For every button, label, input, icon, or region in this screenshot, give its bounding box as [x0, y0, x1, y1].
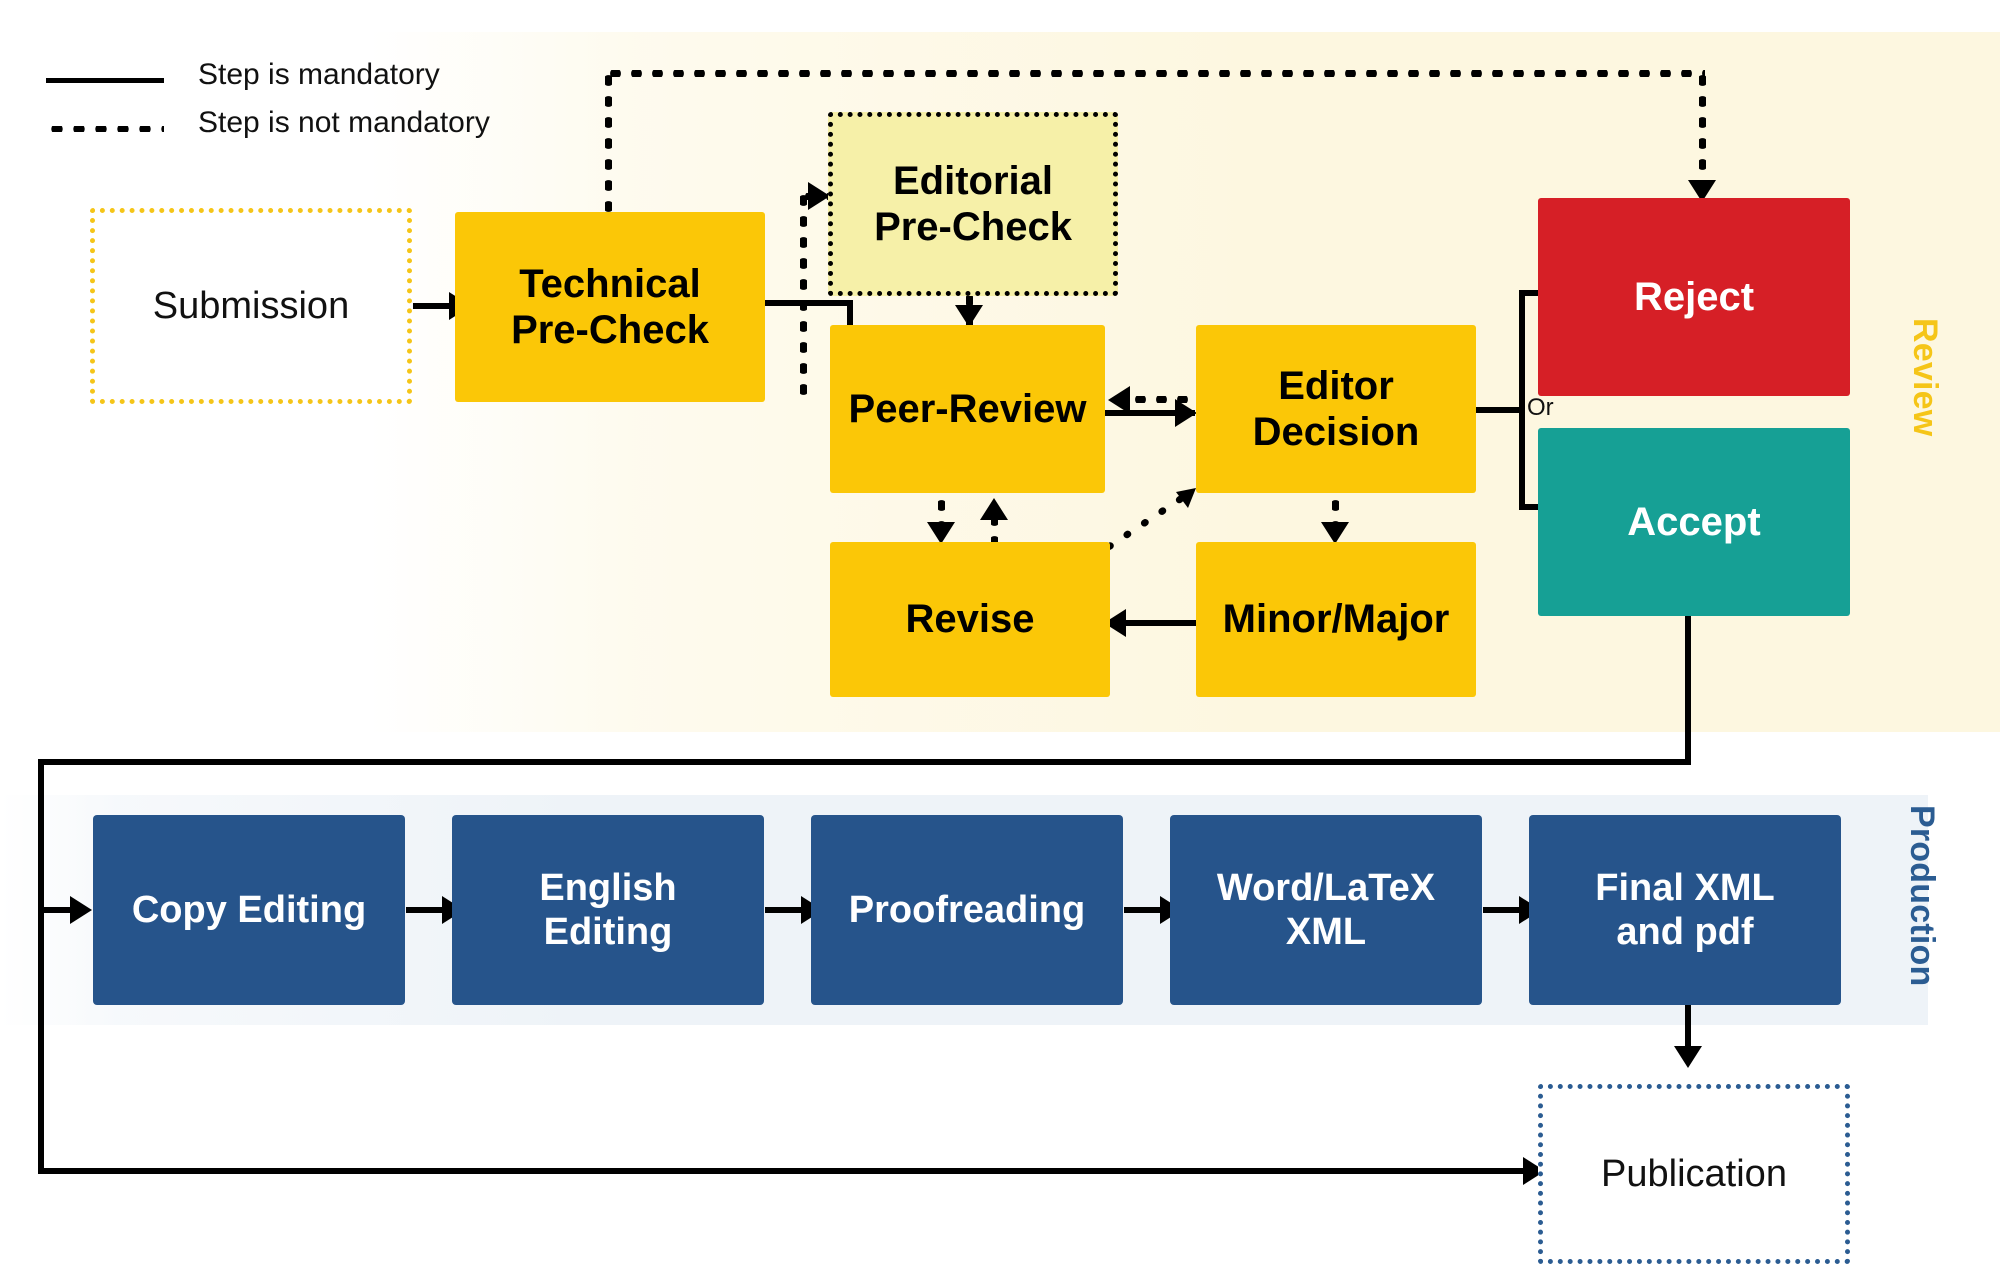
arrowhead-editor-to-peerreview	[1108, 386, 1130, 414]
node-label-technical-pre-check-line2: Pre-Check	[511, 308, 709, 352]
node-label-editorial-pre-check-line2: Pre-Check	[874, 205, 1072, 249]
edge-revise-to-peerreview	[991, 510, 998, 552]
node-peer-review[interactable]: Peer-Review	[830, 325, 1105, 493]
node-reject[interactable]: Reject	[1538, 198, 1850, 396]
node-revise[interactable]: Revise	[830, 542, 1110, 697]
node-label-reject: Reject	[1633, 274, 1755, 319]
node-minor-major[interactable]: Minor/Major	[1196, 542, 1476, 697]
edge-or-split-vertical	[1519, 290, 1525, 510]
edge-top-horizontal-to-reject	[605, 70, 1705, 77]
node-label-word-latex-xml-line2: XML	[1285, 911, 1367, 953]
edge-accept-left-rail	[38, 759, 1691, 765]
edge-minormajor-to-revise	[1110, 620, 1200, 626]
review-band-label: Review	[1906, 318, 1944, 437]
node-label-submission: Submission	[152, 284, 350, 327]
legend-label-not-mandatory: Step is not mandatory	[198, 106, 490, 139]
arrowhead-to-reject-top	[1688, 180, 1716, 202]
node-label-revise: Revise	[905, 597, 1035, 642]
edge-technical-to-top-vertical	[605, 70, 612, 250]
node-label-proofreading: Proofreading	[848, 888, 1086, 931]
solid-line-icon	[46, 78, 164, 83]
edge-left-vertical-rail	[38, 759, 44, 1174]
edge-peerreview-to-revise	[938, 495, 945, 537]
edge-accept-down	[1685, 615, 1691, 765]
node-label-final-xml-line2: and pdf	[1616, 911, 1754, 953]
arrowhead-peerreview-to-editor	[1175, 399, 1197, 427]
node-label-english-editing-line2: Editing	[543, 911, 673, 953]
arrowhead-finalxml-to-publication	[1674, 1046, 1702, 1068]
node-final-xml-and-pdf[interactable]: Final XML and pdf	[1529, 815, 1841, 1005]
edge-rail-to-copyediting	[38, 907, 86, 913]
node-label-english-editing-line1: English	[539, 866, 677, 909]
node-editorial-pre-check[interactable]: Editorial Pre-Check	[828, 112, 1118, 296]
node-label-final-xml-line1: Final XML	[1595, 866, 1775, 909]
node-label-copy-editing: Copy Editing	[131, 888, 367, 931]
node-label-editor-decision-line1: Editor	[1278, 363, 1394, 408]
node-label-peer-review: Peer-Review	[848, 386, 1087, 431]
node-technical-pre-check[interactable]: Technical Pre-Check	[455, 212, 765, 402]
edge-englishediting-to-proofreading	[765, 907, 805, 913]
edge-editorial-left-vertical	[800, 190, 807, 405]
edge-editor-out-stub	[1475, 407, 1525, 413]
edge-wordlatex-to-finalxml	[1483, 907, 1523, 913]
edge-editor-to-minormajor	[1332, 495, 1339, 537]
node-word-latex-xml[interactable]: Word/LaTeX XML	[1170, 815, 1482, 1005]
node-label-accept: Accept	[1627, 499, 1761, 544]
node-label-publication: Publication	[1601, 1152, 1787, 1195]
edge-bottom-rail-to-publication	[38, 1168, 1538, 1174]
node-editor-decision[interactable]: Editor Decision	[1196, 325, 1476, 493]
node-copy-editing[interactable]: Copy Editing	[93, 815, 405, 1005]
node-label-technical-pre-check-line1: Technical	[519, 261, 701, 306]
legend-row-not-mandatory: Step is not mandatory	[46, 106, 566, 154]
edge-peerreview-to-editor	[1105, 410, 1195, 416]
edge-submission-technical	[413, 303, 453, 309]
edge-proofreading-to-wordlatex	[1124, 907, 1164, 913]
legend: Step is mandatory Step is not mandatory	[46, 58, 566, 154]
dotted-line-icon	[46, 126, 164, 132]
arrowhead-revise-to-peerreview	[980, 498, 1008, 520]
production-band-label: Production	[1903, 805, 1941, 987]
edge-technical-right	[763, 300, 853, 306]
edge-copyediting-to-englishediting	[406, 907, 446, 913]
edge-editor-to-peerreview	[1130, 396, 1195, 403]
arrowhead-editorial-to-peerreview	[955, 305, 983, 327]
arrowhead-peerreview-to-revise	[927, 522, 955, 544]
legend-label-mandatory: Step is mandatory	[198, 58, 440, 91]
node-proofreading[interactable]: Proofreading	[811, 815, 1123, 1005]
arrowhead-into-editorial-precheck	[808, 182, 830, 210]
node-publication[interactable]: Publication	[1538, 1084, 1850, 1264]
node-label-word-latex-xml-line1: Word/LaTeX	[1216, 866, 1436, 909]
edge-top-down-to-reject	[1699, 70, 1706, 185]
node-accept[interactable]: Accept	[1538, 428, 1850, 616]
arrowhead-editor-to-minormajor	[1321, 522, 1349, 544]
node-english-editing[interactable]: English Editing	[452, 815, 764, 1005]
arrowhead-rail-to-copyediting	[70, 896, 92, 924]
or-label: Or	[1527, 394, 1554, 421]
legend-row-mandatory: Step is mandatory	[46, 58, 566, 106]
node-submission[interactable]: Submission	[90, 208, 412, 404]
node-label-editor-decision-line2: Decision	[1252, 410, 1420, 454]
node-label-editorial-pre-check-line1: Editorial	[892, 158, 1054, 203]
edge-finalxml-to-publication	[1685, 1005, 1691, 1060]
node-label-minor-major: Minor/Major	[1222, 597, 1450, 642]
